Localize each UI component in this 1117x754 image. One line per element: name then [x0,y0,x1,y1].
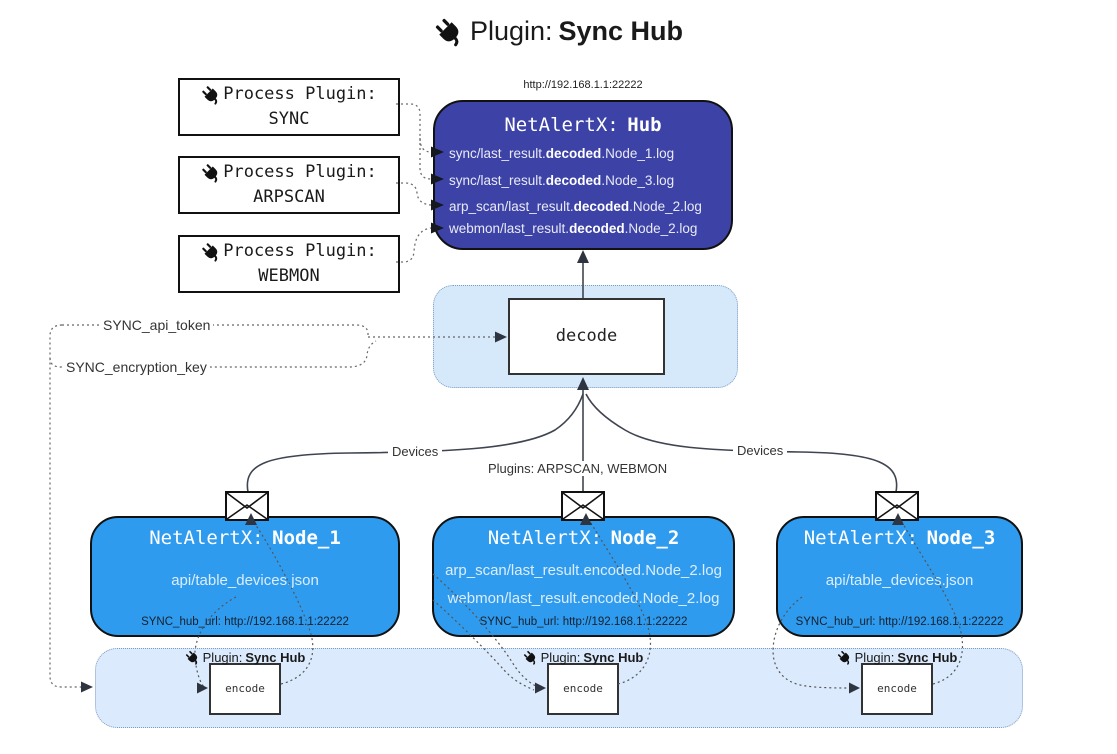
node-footer: SYNC_hub_url: http://192.168.1.1:22222 [479,616,688,628]
process-plugin-name: SYNC [268,109,310,129]
process-plugin-label: Process Plugin: [223,84,377,105]
process-plugin-arpscan: Process Plugin: ARPSCAN [178,156,400,214]
hub-log-line: arp_scan/last_result.decoded.Node_2.log [449,199,702,214]
process-plugin-name: ARPSCAN [253,187,325,207]
node-data-line: api/table_devices.json [171,572,319,589]
plug-icon [434,17,464,47]
encode-box: encode [209,663,281,715]
process-plugin-webmon: Process Plugin: WEBMON [178,235,400,293]
hub-log-line: sync/last_result.decoded.Node_3.log [449,173,675,188]
decode-box: decode [508,298,665,375]
plugins-label-middle: Plugins: ARPSCAN, WEBMON [484,461,672,476]
hub-title-prefix: NetAlertX: [504,114,619,136]
page-title-name: Sync Hub [558,16,684,46]
plug-icon [201,242,221,262]
node-footer: SYNC_hub_url: http://192.168.1.1:22222 [141,616,349,628]
process-plugin-label: Process Plugin: [223,162,377,183]
node-data-line: api/table_devices.json [825,572,974,589]
node-data-line: webmon/last_result.encoded.Node_2.log [447,590,720,607]
band-plugin-label: Plugin:Sync Hub [807,650,987,665]
node-footer: SYNC_hub_url: http://192.168.1.1:22222 [795,616,1004,628]
right-arrow [81,681,93,693]
plugin-to-hub-connectors [396,103,432,263]
plug-icon [523,650,538,665]
hub-title-name: Hub [627,114,662,136]
sync-api-token-label: SYNC_api_token [100,317,214,333]
hub-log-line: webmon/last_result.decoded.Node_2.log [449,221,698,236]
plug-icon [185,650,200,665]
page-title-prefix: Plugin: [469,16,553,46]
node-2-box: NetAlertX:Node_2 arp_scan/last_result.en… [432,516,735,637]
hub-log-line: sync/last_result.decoded.Node_1.log [449,146,675,161]
node-3-box: NetAlertX:Node_3 api/table_devices.json … [776,516,1023,637]
node-title: NetAlertX:Node_3 [803,527,996,549]
node-data-line: arp_scan/last_result.encoded.Node_2.log [445,562,722,579]
up-arrow [577,250,589,263]
encode-box: encode [547,663,619,715]
plug-icon [201,163,221,183]
sync-encryption-key-label: SYNC_encryption_key [63,359,210,375]
node-1-box: NetAlertX:Node_1 api/table_devices.json … [90,516,400,637]
plug-icon [837,650,852,665]
node-title: NetAlertX:Node_1 [149,527,341,549]
process-plugin-sync: Process Plugin: SYNC [178,78,400,136]
hub-url: http://192.168.1.1:22222 [523,79,643,91]
node-title: NetAlertX:Node_2 [487,527,680,549]
page-title: Plugin: Sync Hub [0,16,1117,47]
hub-title: NetAlertX: Hub [435,114,731,136]
process-plugin-name: WEBMON [258,266,320,286]
process-plugin-label: Process Plugin: [223,241,377,262]
plug-icon [201,85,221,105]
band-plugin-label: Plugin:Sync Hub [493,650,673,665]
hub-box: NetAlertX: Hub sync/last_result.decoded.N… [433,100,733,250]
encode-box: encode [861,663,933,715]
devices-label-left: Devices [388,444,443,459]
node1-to-decode-curve [246,393,584,493]
devices-label-right: Devices [733,443,788,458]
band-plugin-label: Plugin:Sync Hub [155,650,335,665]
